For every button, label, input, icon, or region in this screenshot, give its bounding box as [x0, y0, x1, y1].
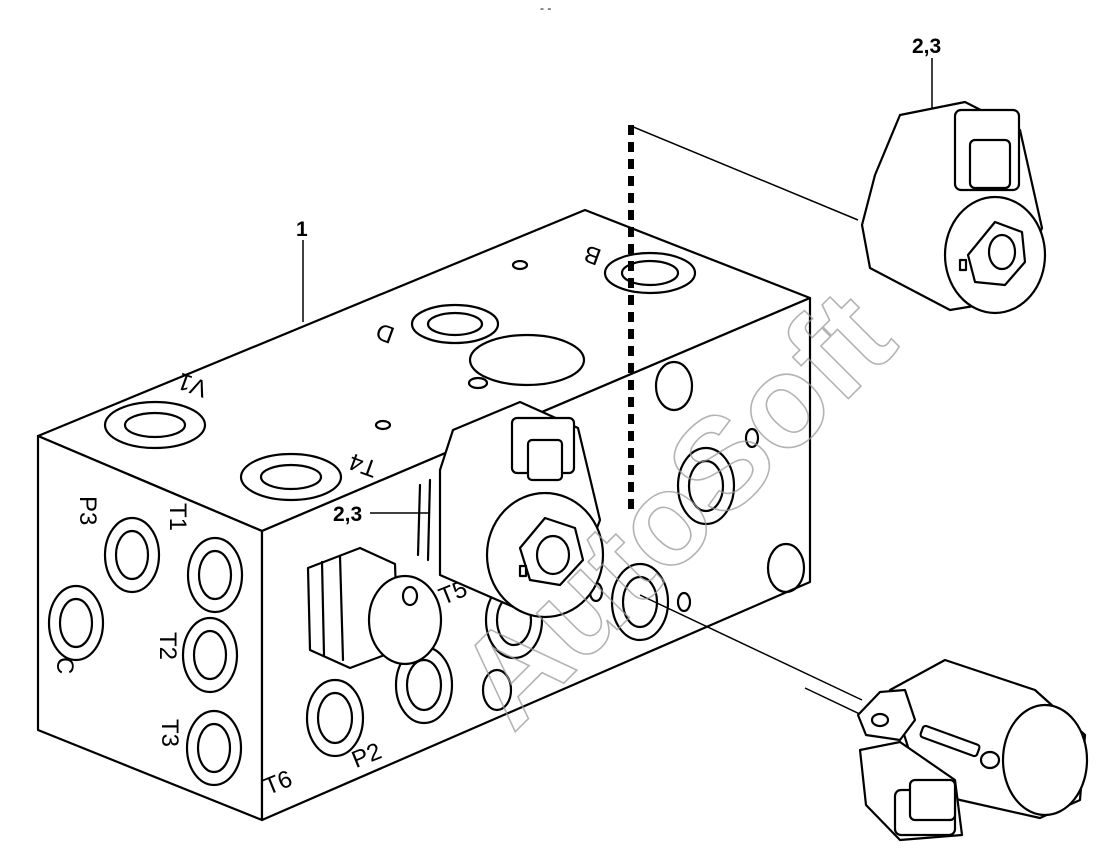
coil-top-right [860, 100, 1047, 315]
port-label-p3: P3 [74, 496, 101, 525]
port-label-t1: T1 [164, 503, 191, 531]
hex-plug [306, 546, 443, 670]
callout-coil-mounted: 2,3 [333, 503, 362, 526]
right-ports [305, 360, 806, 758]
port-label-t3: T3 [156, 719, 183, 747]
port-label-t2: T2 [154, 632, 181, 660]
top-mark: - - [540, 1, 551, 15]
callout-coil-top: 2,3 [912, 35, 941, 58]
left-ports [47, 516, 244, 787]
port-label-c: C [51, 657, 78, 674]
solenoid-bottom-right [856, 658, 1089, 842]
coil-mounted [416, 400, 605, 619]
top-ports [103, 251, 697, 502]
callout-block: 1 [296, 218, 308, 241]
